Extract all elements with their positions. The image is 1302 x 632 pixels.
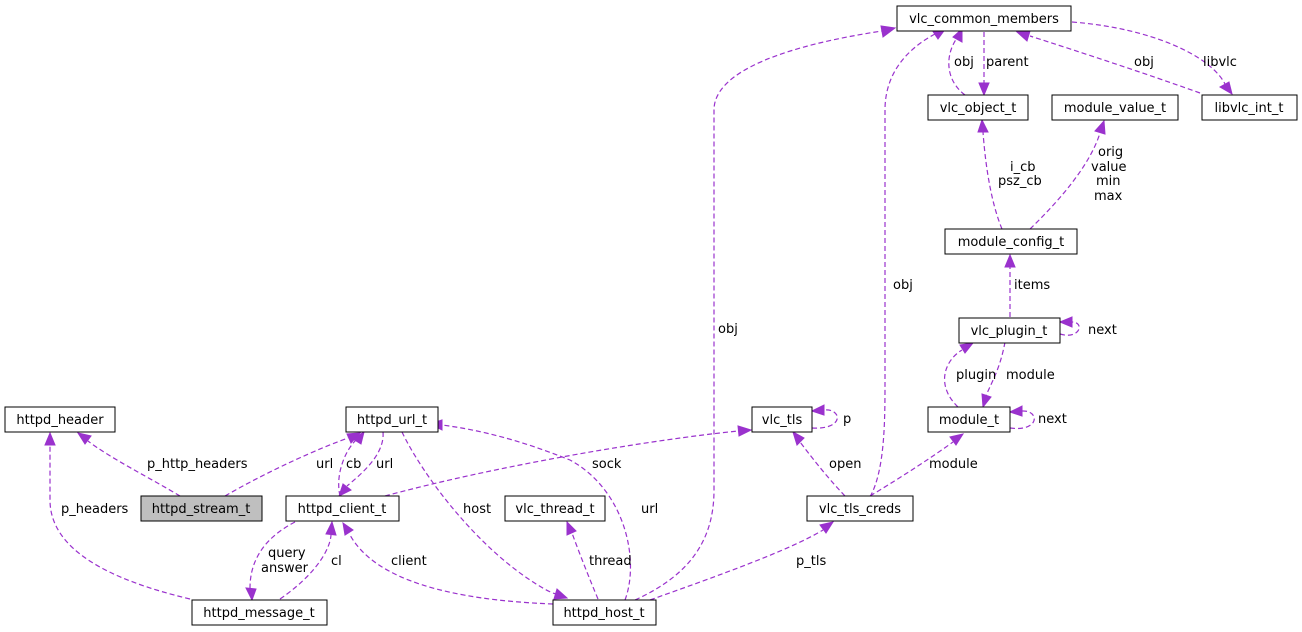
node-vlc-thread-t[interactable]: vlc_thread_t	[504, 495, 606, 522]
edge-label-next-module: next	[1038, 412, 1067, 427]
edge-url-host	[401, 431, 569, 600]
edge-tls-p	[810, 404, 838, 429]
edge-label-obj-creds: obj	[893, 278, 913, 293]
node-httpd-client-t[interactable]: httpd_client_t	[285, 495, 400, 522]
edge-label-sock: sock	[592, 457, 622, 472]
edge-label-i-cb: i_cb	[1010, 160, 1036, 175]
svg-text:module_t: module_t	[939, 413, 999, 428]
edge-label-obj-object: obj	[954, 55, 974, 70]
edge-label-p: p	[843, 412, 851, 427]
svg-text:vlc_tls: vlc_tls	[762, 413, 803, 428]
edge-client-message	[245, 521, 296, 602]
edge-label-obj-host: obj	[718, 322, 738, 337]
svg-text:vlc_plugin_t: vlc_plugin_t	[971, 324, 1048, 339]
edge-label-obj-libvlc: obj	[1134, 55, 1154, 70]
edge-label-answer: answer	[261, 561, 309, 576]
node-httpd-message-t[interactable]: httpd_message_t	[191, 599, 328, 626]
edge-url-client	[338, 431, 384, 497]
edge-label-max: max	[1094, 189, 1123, 204]
node-vlc-tls[interactable]: vlc_tls	[751, 406, 813, 433]
edge-config-value	[1029, 119, 1106, 230]
node-vlc-object-t[interactable]: vlc_object_t	[927, 94, 1029, 121]
edge-client-url-cb	[338, 430, 365, 497]
edge-module-next	[1008, 405, 1035, 430]
edge-label-min: min	[1096, 174, 1121, 189]
node-vlc-plugin-t[interactable]: vlc_plugin_t	[958, 317, 1061, 344]
edge-host-client	[342, 521, 554, 605]
edge-label-items: items	[1014, 278, 1050, 293]
node-libvlc-int-t[interactable]: libvlc_int_t	[1201, 94, 1298, 121]
node-httpd-url-t[interactable]: httpd_url_t	[345, 406, 439, 433]
edge-config-object	[977, 118, 1003, 230]
svg-text:module_value_t: module_value_t	[1064, 101, 1166, 116]
edge-label-cb: cb	[346, 457, 361, 472]
edge-label-value: value	[1091, 160, 1127, 175]
node-httpd-stream-t[interactable]: httpd_stream_t	[140, 495, 263, 522]
edge-host-common-obj	[634, 25, 897, 601]
edge-label-open: open	[829, 457, 861, 472]
edge-message-client	[279, 520, 337, 600]
svg-text:httpd_header: httpd_header	[16, 413, 104, 428]
svg-text:vlc_thread_t: vlc_thread_t	[515, 502, 594, 517]
edge-common-libvlc	[1071, 21, 1233, 96]
edge-label-orig: orig	[1098, 145, 1123, 160]
edge-host-thread	[566, 520, 599, 600]
node-vlc-common-members[interactable]: vlc_common_members	[896, 5, 1072, 32]
svg-text:vlc_tls_creds: vlc_tls_creds	[819, 502, 901, 517]
edge-libvlc-common-obj	[1015, 30, 1201, 94]
edge-label-parent: parent	[986, 55, 1029, 70]
edge-label-psz-cb: psz_cb	[998, 174, 1042, 189]
edge-stream-header	[76, 432, 181, 497]
edge-label-next-plugin: next	[1088, 323, 1117, 338]
edge-object-common-obj	[948, 27, 966, 96]
edge-label-cl: cl	[331, 554, 342, 569]
edge-label-thread: thread	[589, 554, 632, 569]
edge-host-creds	[649, 521, 835, 601]
svg-text:httpd_host_t: httpd_host_t	[563, 606, 644, 621]
svg-text:libvlc_int_t: libvlc_int_t	[1215, 101, 1284, 116]
edge-label-p-http-headers: p_http_headers	[147, 457, 248, 472]
edge-label-p-tls: p_tls	[796, 554, 826, 569]
edge-label-url-stream: url	[316, 457, 333, 472]
edge-plugin-module	[981, 341, 1006, 409]
edge-label-plugin: plugin	[956, 368, 996, 383]
edge-plugin-next	[1058, 316, 1080, 336]
node-module-value-t[interactable]: module_value_t	[1051, 94, 1179, 121]
svg-text:vlc_common_members: vlc_common_members	[909, 12, 1059, 27]
edge-label-module: module	[1006, 368, 1055, 383]
node-vlc-tls-creds[interactable]: vlc_tls_creds	[806, 495, 914, 522]
node-httpd-header[interactable]: httpd_header	[4, 406, 116, 433]
svg-text:httpd_message_t: httpd_message_t	[203, 606, 314, 621]
edge-module-plugin	[944, 342, 975, 408]
svg-text:httpd_stream_t: httpd_stream_t	[152, 502, 251, 517]
svg-text:httpd_client_t: httpd_client_t	[298, 502, 387, 517]
edge-message-header	[44, 431, 191, 600]
edge-plugin-config	[1004, 253, 1016, 317]
edge-label-query: query	[268, 546, 306, 561]
node-module-t[interactable]: module_t	[927, 406, 1011, 433]
node-httpd-host-t[interactable]: httpd_host_t	[552, 599, 657, 626]
edge-label-libvlc: libvlc	[1203, 55, 1237, 70]
node-module-config-t[interactable]: module_config_t	[944, 228, 1078, 255]
svg-text:httpd_url_t: httpd_url_t	[357, 413, 427, 428]
edge-label-client: client	[391, 554, 427, 569]
svg-text:module_config_t: module_config_t	[958, 235, 1065, 250]
svg-text:vlc_object_t: vlc_object_t	[940, 101, 1017, 116]
edge-creds-module	[869, 433, 965, 497]
edge-label-p-headers: p_headers	[61, 502, 129, 517]
edge-client-tls	[384, 425, 753, 497]
edge-common-object-parent	[978, 32, 990, 97]
edge-label-url-client: url	[376, 457, 393, 472]
edge-label-host: host	[463, 502, 491, 517]
edge-creds-tls	[792, 430, 846, 497]
edge-label-module-creds: module	[929, 457, 978, 472]
edge-label-url-host: url	[641, 502, 658, 517]
